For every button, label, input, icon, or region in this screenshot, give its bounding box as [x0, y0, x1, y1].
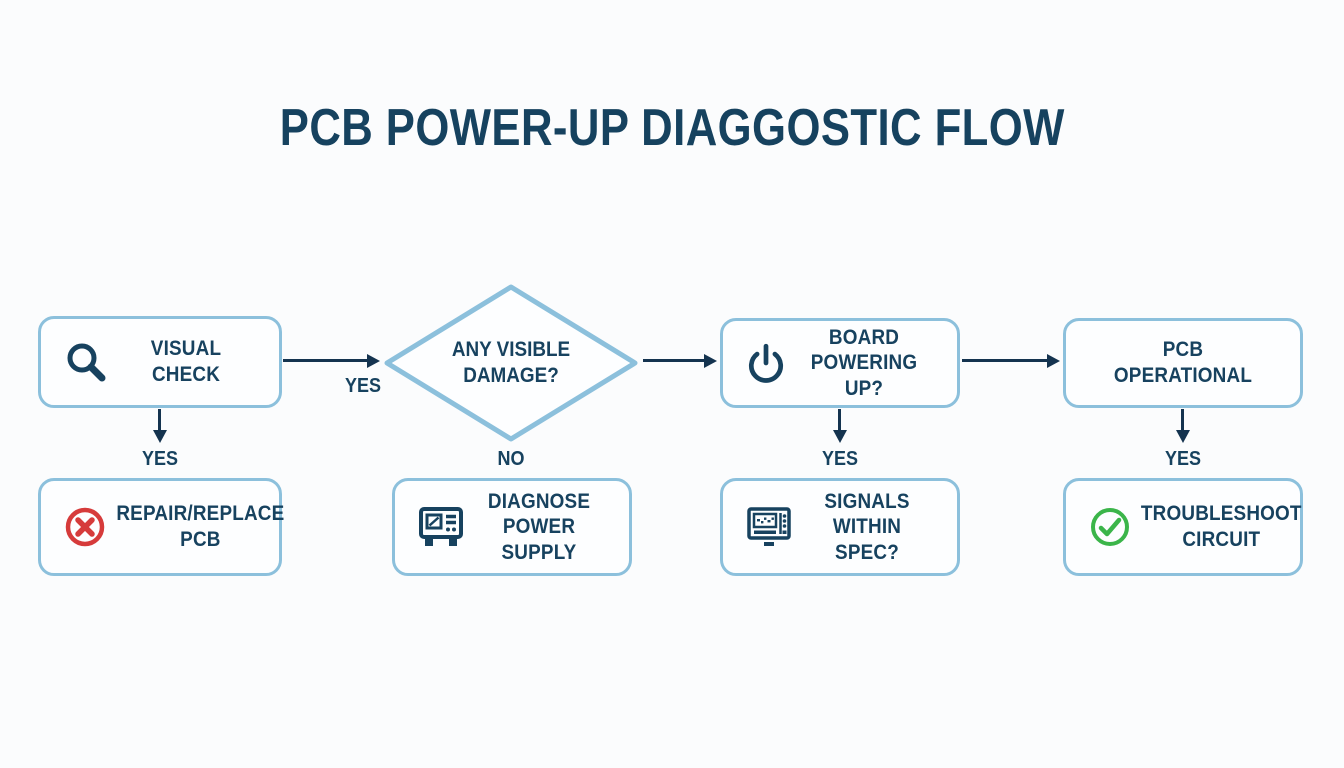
node-label-signals-within-spec: SIGNALS WITHIN SPEC?	[824, 489, 910, 564]
edge-label-yes-board: YES	[821, 448, 859, 470]
node-label-board-powering-up: BOARD POWERING UP?	[810, 325, 918, 400]
node-signals-within-spec: SIGNALS WITHIN SPEC?	[720, 478, 960, 576]
node-pcb-operational: PCB OPERATIONAL	[1063, 318, 1303, 408]
page-title-text: PCB POWER-UP DIAGGOSTIC FLOW	[279, 99, 1065, 157]
node-visual-check: VISUAL CHECK	[38, 316, 282, 408]
node-label-any-visible-damage: ANY VISIBLE DAMAGE?	[451, 338, 571, 387]
arrow-damage-to-board	[643, 353, 717, 368]
node-diagnose-power-supply: DIAGNOSE POWER SUPPLY	[392, 478, 632, 576]
arrow-board-to-signals	[832, 409, 847, 443]
oscilloscope-icon	[417, 505, 465, 549]
page-title: PCB POWER-UP DIAGGOSTIC FLOW	[0, 98, 1344, 158]
error-cross-icon	[63, 505, 107, 549]
edge-label-yes-pcb: YES	[1164, 448, 1202, 470]
edge-label-yes-horizontal: YES	[344, 375, 382, 397]
magnifier-icon	[63, 339, 109, 385]
node-any-visible-damage: ANY VISIBLE DAMAGE?	[382, 282, 640, 444]
arrow-pcb-to-troubleshoot	[1175, 409, 1190, 443]
node-label-troubleshoot-circuit: TROUBLESHOOT CIRCUIT	[1140, 502, 1302, 551]
power-icon	[745, 342, 787, 384]
arrow-board-to-pcb	[962, 353, 1060, 368]
node-label-repair-replace-pcb: REPAIR/REPLACE PCB	[116, 502, 285, 551]
arrow-visual-to-repair	[152, 409, 167, 443]
edge-label-no-damage: NO	[497, 448, 525, 470]
node-board-powering-up: BOARD POWERING UP?	[720, 318, 960, 408]
node-label-visual-check: VISUAL CHECK	[150, 337, 222, 386]
arrow-visual-to-damage	[283, 353, 380, 368]
edge-label-yes-visual: YES	[141, 448, 179, 470]
node-label-diagnose-power-supply: DIAGNOSE POWER SUPPLY	[487, 489, 591, 564]
signal-monitor-icon	[745, 505, 793, 549]
success-check-icon	[1088, 505, 1132, 549]
node-label-pcb-operational: PCB OPERATIONAL	[1113, 338, 1253, 387]
node-troubleshoot-circuit: TROUBLESHOOT CIRCUIT	[1063, 478, 1303, 576]
node-repair-replace-pcb: REPAIR/REPLACE PCB	[38, 478, 285, 576]
diamond-shape	[384, 284, 638, 442]
